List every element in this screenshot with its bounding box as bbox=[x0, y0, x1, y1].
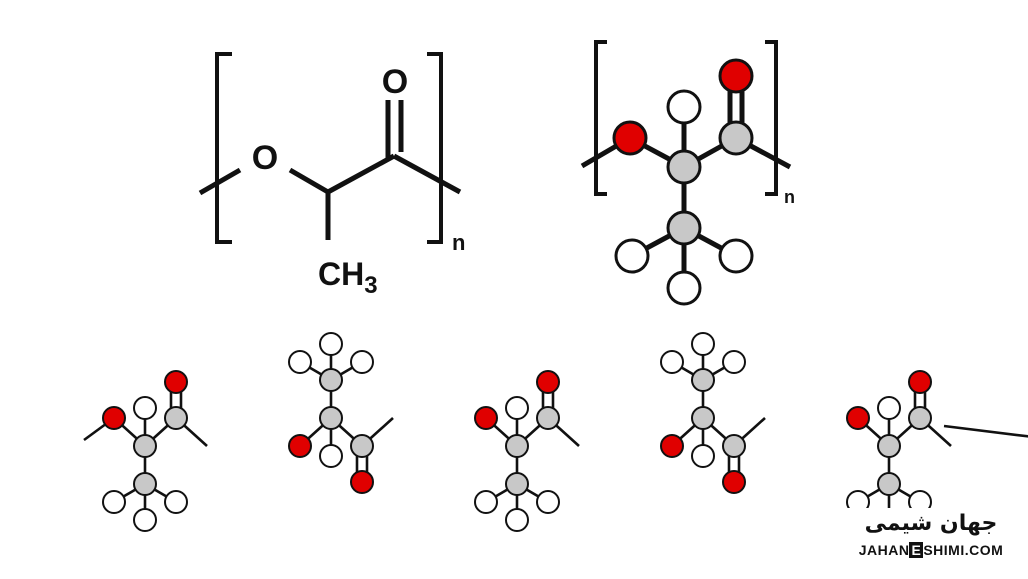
carbon-atom bbox=[666, 210, 702, 246]
chain-carbon-atom bbox=[877, 472, 901, 496]
chain-carbon-atom bbox=[319, 368, 343, 392]
chain-carbon-atom bbox=[691, 368, 715, 392]
hydrogen-atom bbox=[614, 238, 650, 274]
chain-oxygen-atom bbox=[660, 434, 684, 458]
oxygen-atom bbox=[612, 120, 648, 156]
right-bracket-ball bbox=[765, 40, 778, 196]
chain-oxygen-atom bbox=[164, 370, 188, 394]
logo-script-text: جهان شیمی bbox=[864, 511, 998, 536]
chain-hydrogen-atom bbox=[474, 490, 498, 514]
chain-hydrogen-atom bbox=[319, 332, 343, 356]
ball-stick-repeat-unit: n bbox=[580, 40, 795, 306]
chain-hydrogen-atom bbox=[691, 332, 715, 356]
chain-hydrogen-atom bbox=[133, 508, 157, 532]
logo-text-jahan: JAHAN bbox=[858, 542, 910, 558]
chain-bond bbox=[943, 424, 1028, 438]
chain-hydrogen-atom bbox=[691, 444, 715, 468]
bond-chain-out bbox=[392, 153, 462, 195]
chain-carbon-atom bbox=[319, 406, 343, 430]
chain-hydrogen-atom bbox=[319, 444, 343, 468]
oxygen-atom bbox=[718, 58, 754, 94]
chain-oxygen-atom bbox=[102, 406, 126, 430]
bond-o-ch bbox=[288, 167, 330, 195]
chain-hydrogen-atom bbox=[350, 350, 374, 374]
chain-hydrogen-atom bbox=[722, 350, 746, 374]
chain-carbon-atom bbox=[505, 472, 529, 496]
chain-hydrogen-atom bbox=[505, 508, 529, 532]
atom-label-oxygen-carbonyl: O bbox=[382, 63, 408, 101]
chain-oxygen-atom bbox=[846, 406, 870, 430]
bond-ch-c bbox=[326, 153, 396, 195]
chain-carbon-atom bbox=[908, 406, 932, 430]
left-bracket-formula bbox=[215, 52, 232, 244]
repeat-subscript-formula: n bbox=[452, 230, 465, 255]
chain-oxygen-atom bbox=[908, 370, 932, 394]
chain-oxygen-atom bbox=[722, 470, 746, 494]
chain-carbon-atom bbox=[505, 434, 529, 458]
carbon-atom bbox=[718, 120, 754, 156]
chain-hydrogen-atom bbox=[288, 350, 312, 374]
left-bracket-ball bbox=[594, 40, 607, 196]
right-bracket-formula bbox=[427, 52, 443, 244]
chain-carbon-atom bbox=[536, 406, 560, 430]
chain-carbon-atom bbox=[350, 434, 374, 458]
structural-formula: O O CH3 n bbox=[198, 52, 465, 299]
bond-chain-in bbox=[198, 167, 242, 196]
chain-hydrogen-atom bbox=[536, 490, 560, 514]
logo-text-e: E bbox=[909, 542, 924, 558]
chain-oxygen-atom bbox=[536, 370, 560, 394]
chain-hydrogen-atom bbox=[102, 490, 126, 514]
chain-hydrogen-atom bbox=[133, 396, 157, 420]
chain-carbon-atom bbox=[164, 406, 188, 430]
chain-carbon-atom bbox=[133, 472, 157, 496]
chain-carbon-atom bbox=[133, 434, 157, 458]
atom-label-oxygen-ring: O bbox=[252, 139, 278, 177]
chain-oxygen-atom bbox=[350, 470, 374, 494]
hydrogen-atom bbox=[666, 89, 702, 125]
chain-hydrogen-atom bbox=[877, 396, 901, 420]
chain-hydrogen-atom bbox=[505, 396, 529, 420]
chain-hydrogen-atom bbox=[164, 490, 188, 514]
chain-carbon-atom bbox=[722, 434, 746, 458]
carbon-atom bbox=[666, 149, 702, 185]
repeat-subscript-ball: n bbox=[784, 187, 795, 207]
methyl-label: CH3 bbox=[318, 256, 378, 299]
chain-carbon-atom bbox=[877, 434, 901, 458]
polymer-chain bbox=[83, 332, 1028, 532]
methyl-ch: CH bbox=[318, 256, 364, 292]
chain-hydrogen-atom bbox=[660, 350, 684, 374]
chain-oxygen-atom bbox=[474, 406, 498, 430]
chain-oxygen-atom bbox=[288, 434, 312, 458]
methyl-subscript: 3 bbox=[364, 272, 377, 299]
hydrogen-atom bbox=[666, 270, 702, 306]
hydrogen-atom bbox=[718, 238, 754, 274]
chain-carbon-atom bbox=[691, 406, 715, 430]
logo-text-shimi: SHIMI.COM bbox=[923, 542, 1004, 558]
